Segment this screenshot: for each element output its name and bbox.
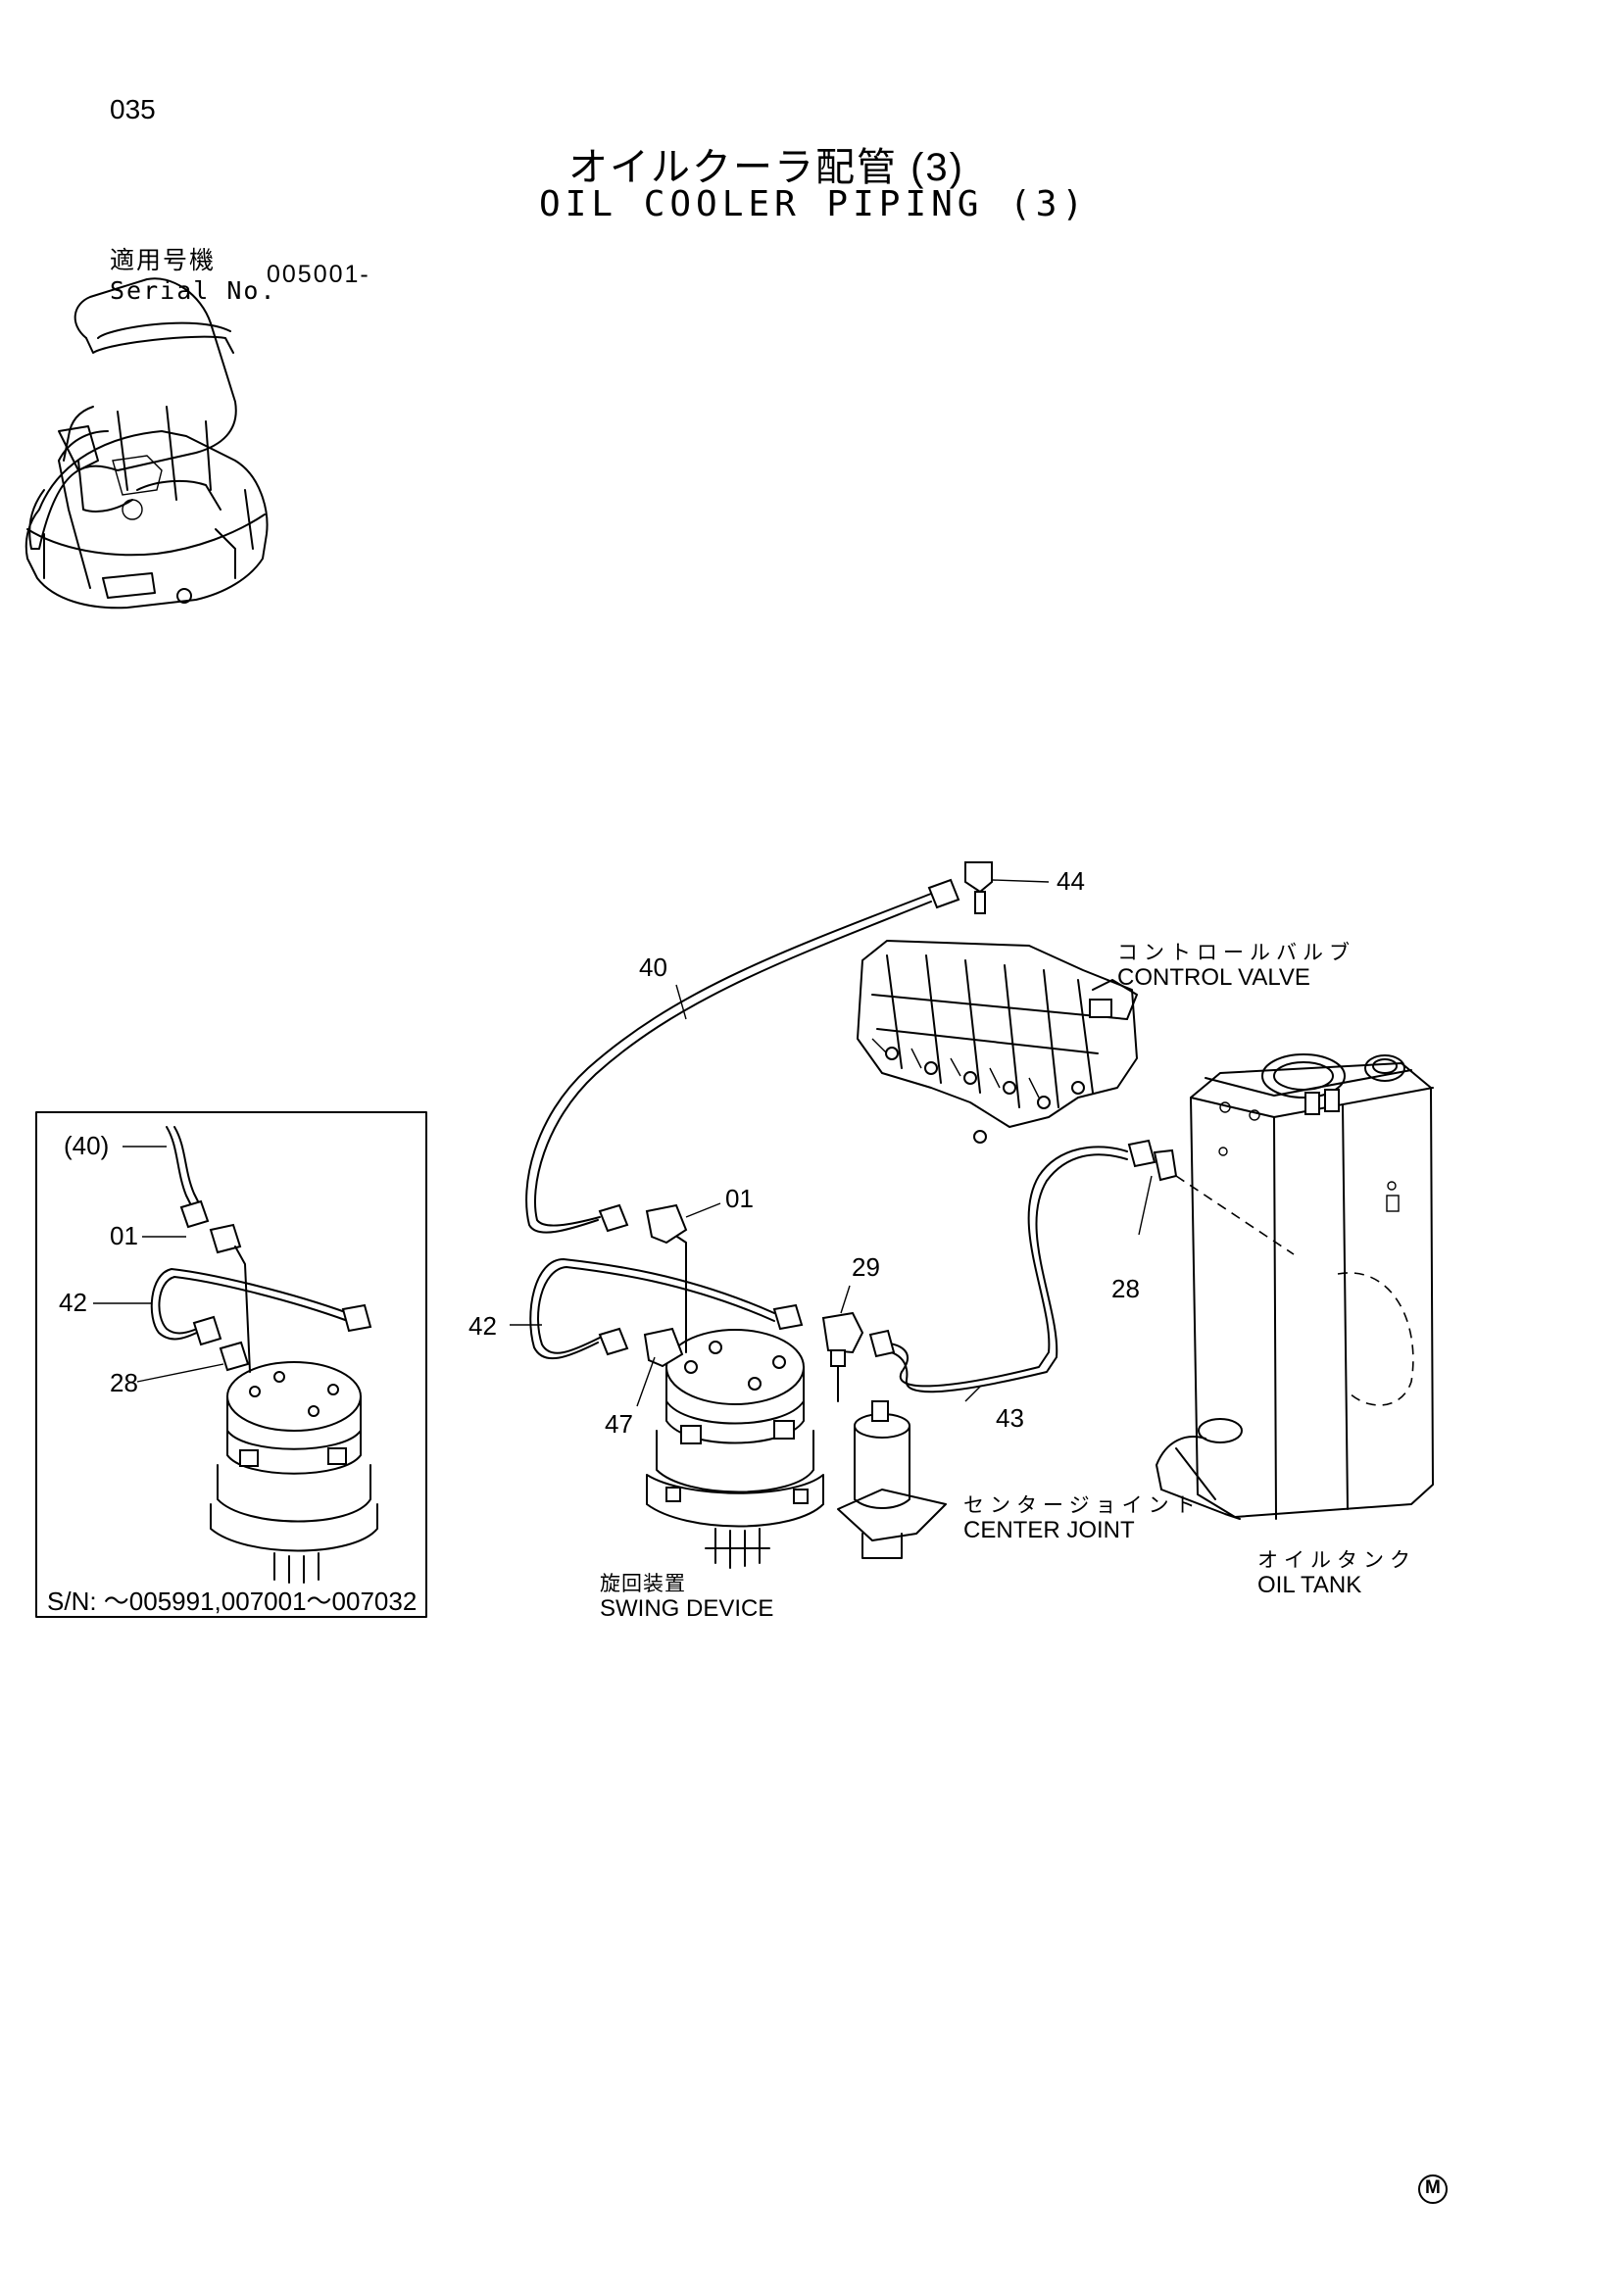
callout-29: 29 <box>852 1252 880 1282</box>
hoses <box>525 893 1128 1402</box>
swing-device-drawing <box>646 1329 824 1569</box>
machine-thumbnail <box>25 277 269 610</box>
swing-device-label: SWING DEVICE <box>600 1595 774 1622</box>
title-japanese: オイルクーラ配管 (3) <box>568 146 964 189</box>
control-valve-label-jp: コントロールバルブ <box>1117 942 1355 964</box>
swing-device-label-jp: 旋回装置 <box>600 1573 686 1595</box>
inset-callout-28: 28 <box>110 1368 138 1397</box>
inset-drawing <box>35 1111 427 1618</box>
callout-28: 28 <box>1111 1274 1140 1303</box>
oil-tank-drawing <box>1156 1053 1434 1520</box>
footer-mark-circle <box>1418 2174 1448 2204</box>
footer-mark: M <box>1425 2177 1441 2198</box>
inset-callout-01: 01 <box>110 1221 138 1250</box>
serial-label-english: Serial No. <box>110 276 277 305</box>
inset-callout-40: (40) <box>64 1131 110 1160</box>
callout-42: 42 <box>468 1311 497 1341</box>
title-english: OIL COOLER PIPING (3) <box>539 184 1089 224</box>
center-joint-label-jp: センタージョイント <box>963 1494 1202 1517</box>
center-joint-label: CENTER JOINT <box>963 1517 1135 1543</box>
serial-label-japanese: 適用号機 <box>110 247 217 274</box>
inset-callout-42: 42 <box>59 1288 87 1317</box>
oil-tank-label: OIL TANK <box>1257 1572 1362 1598</box>
control-valve-label: CONTROL VALVE <box>1117 964 1310 991</box>
oil-tank-label-jp: オイルタンク <box>1257 1549 1416 1572</box>
inset-serial-note: S/N: ～005991,007001～007032 <box>47 1587 418 1616</box>
center-joint-drawing <box>837 1400 947 1559</box>
fittings <box>598 861 1178 1368</box>
leader-lines <box>510 879 1295 1407</box>
callout-40: 40 <box>639 953 667 982</box>
control-valve-drawing <box>857 940 1138 1144</box>
callout-44: 44 <box>1057 866 1085 896</box>
page-number: 035 <box>110 94 156 124</box>
serial-value: 005001- <box>267 261 370 288</box>
callout-47: 47 <box>605 1409 633 1439</box>
callout-01: 01 <box>725 1184 754 1213</box>
callout-43: 43 <box>996 1403 1024 1433</box>
